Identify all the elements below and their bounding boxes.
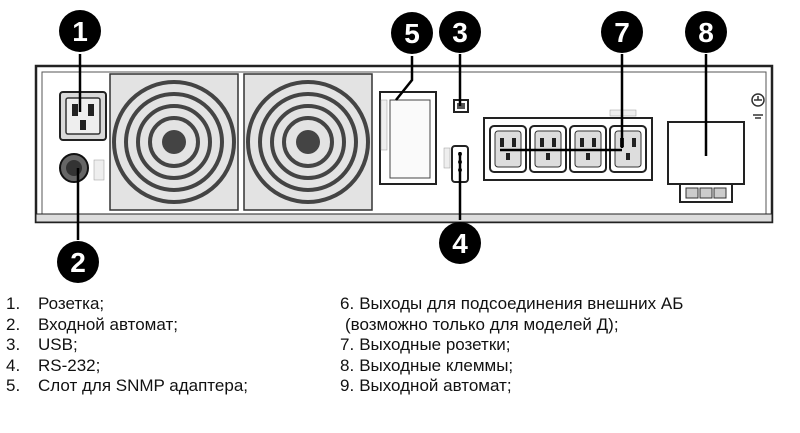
callout-badge-4: 4 [439,222,481,264]
legend-item: 6.Выходы для подсоединения внешних АБ [340,294,683,315]
callout-label-4: 4 [452,228,468,259]
callout-badge-3: 3 [439,11,481,53]
snmp-slot [379,91,437,185]
legend-item: 7.Выходные розетки; [340,335,683,356]
callout-label-8: 8 [698,17,714,48]
legend-text: USB; [38,335,78,354]
legend-item: (возможно только для моделей Д); [340,315,683,336]
callout-label-5: 5 [404,18,420,49]
legend-number: 7. [340,335,355,354]
input-socket [59,91,119,141]
legend-item: 8.Выходные клеммы; [340,356,683,377]
callout-badge-7: 7 [601,11,643,53]
legend-text: Розетка; [38,294,105,313]
callout-badge-5: 5 [391,12,433,54]
legend-item: 2. Входной автомат; [6,315,248,336]
ups-rear-panel-diagram: 1 2 3 4 5 7 8 [34,10,774,283]
legend-number: 8. [340,355,355,375]
legend-left-column: 1. Розетка; 2. Входной автомат; 3. USB; 4. R… [6,294,248,397]
legend-number: 2. [6,314,21,334]
legend-item: 3. USB; [6,335,248,356]
cooling-fan-right [243,73,373,211]
legend-number: 5. [6,376,21,395]
legend-number: 3. [6,335,21,354]
callout-label-7: 7 [614,17,630,48]
callout-badge-1: 1 [59,10,101,52]
legend-number: 1. [6,294,21,313]
callout-badge-8: 8 [685,11,727,53]
ground-icon [751,93,765,119]
legend-number: 9. [340,376,355,395]
legend-number: 6. [340,294,355,313]
legend-text: Входной автомат; [38,314,178,334]
legend-item: 4. RS-232; [6,356,248,377]
cooling-fan-left [109,73,239,211]
callout-label-3: 3 [452,17,468,48]
legend-item: 5. Слот для SNMP адаптера; [6,376,248,397]
legend-right-column: 6.Выходы для подсоединения внешних АБ (в… [340,294,683,397]
callout-badge-2: 2 [57,241,99,283]
callout-label-1: 1 [72,16,88,47]
callout-label-2: 2 [70,247,86,278]
legend-text: (возможно только для моделей Д); [345,314,619,334]
legend-text: Слот для SNMP адаптера; [38,376,248,395]
leader-lines [76,54,708,240]
legend-text: Выходы для подсоединения внешних АБ [359,294,684,313]
legend-text: Выходные розетки; [359,335,511,354]
legend-text: Выходной автомат; [359,376,512,395]
legend-text: RS-232; [38,355,101,375]
legend-item: 9.Выходной автомат; [340,376,683,397]
legend-text: Выходные клеммы; [359,355,514,375]
legend-item: 1. Розетка; [6,294,248,315]
legend-number: 4. [6,355,21,375]
